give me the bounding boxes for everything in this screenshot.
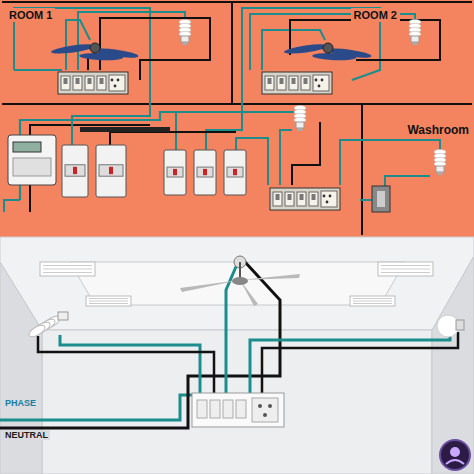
room-region: Washroom <box>366 120 472 136</box>
wire <box>14 8 150 145</box>
circuit-breaker <box>96 145 126 197</box>
switch-board <box>192 393 284 427</box>
ceiling-fan <box>51 42 139 61</box>
wire <box>29 205 31 212</box>
wire <box>60 335 200 395</box>
logo <box>440 440 470 470</box>
wire <box>100 18 210 80</box>
ceiling-vent <box>86 296 131 306</box>
ceiling <box>0 237 474 330</box>
ceiling-vent <box>350 296 395 306</box>
wire <box>2 103 472 105</box>
cfl-bulb <box>409 19 421 45</box>
room-label: Washroom <box>404 122 472 138</box>
wire <box>4 200 20 212</box>
washroom-switch <box>372 186 390 212</box>
cfl-bulb <box>434 149 446 175</box>
wire-label: NEUTRAL <box>3 430 50 440</box>
wire <box>250 14 415 70</box>
circuit-breaker <box>164 150 186 195</box>
room-label: ROOM 1 <box>6 8 55 22</box>
wire <box>0 395 196 420</box>
wire <box>280 130 292 185</box>
switch-board <box>58 72 128 94</box>
switch-board <box>270 188 340 210</box>
wire <box>340 140 440 185</box>
wire <box>231 2 233 104</box>
wire <box>20 108 300 200</box>
circuit-breaker <box>194 150 216 195</box>
wire <box>262 332 458 395</box>
wire <box>250 330 450 395</box>
cfl-bulb <box>27 312 68 339</box>
wire <box>290 20 440 60</box>
cfl-bulb <box>179 19 191 45</box>
wire <box>385 176 430 190</box>
wire <box>38 336 214 395</box>
cfl-bulb <box>294 105 306 131</box>
circuit-breaker <box>224 150 246 195</box>
wire-label: PHASE <box>3 398 38 408</box>
switch-board <box>262 72 332 94</box>
false-ceiling <box>70 262 405 305</box>
wire <box>14 69 62 71</box>
energy-meter <box>8 135 56 185</box>
wire <box>292 122 320 185</box>
left-wall <box>0 262 42 474</box>
ceiling-vent <box>40 262 95 276</box>
neutral-bar <box>80 127 170 132</box>
orange-panel <box>0 0 474 237</box>
wire <box>110 132 236 145</box>
ceiling-fan <box>284 42 372 61</box>
room-region: ROOM 1 <box>6 5 226 19</box>
wire <box>2 1 472 3</box>
right-wall <box>432 256 474 474</box>
wire <box>78 12 185 70</box>
ceiling-fan <box>180 256 300 306</box>
wire <box>206 8 380 150</box>
room-label: ROOM 2 <box>351 8 400 22</box>
led-bulb <box>437 315 464 337</box>
ceiling-vent <box>378 262 433 276</box>
wire <box>361 104 363 235</box>
circuit-breaker <box>62 145 88 197</box>
wire <box>0 262 280 428</box>
room-region: ROOM 2 <box>238 5 400 19</box>
switch-rocker <box>377 191 385 207</box>
